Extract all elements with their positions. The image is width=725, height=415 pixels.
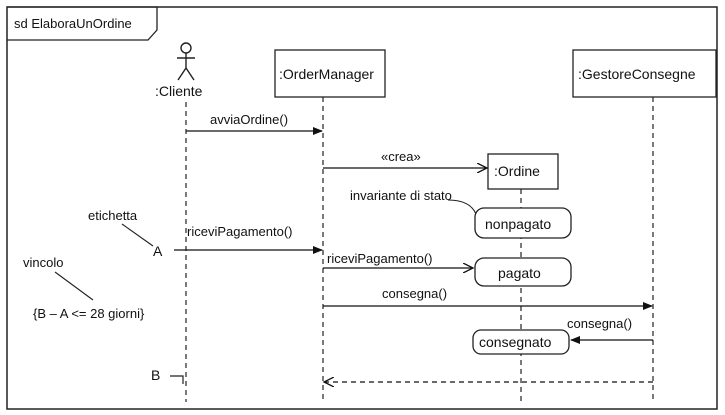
consegna-2-label: consegna() xyxy=(567,316,632,331)
invariante-leader xyxy=(447,199,477,215)
ricevi-pagamento-1-label: riceviPagamento() xyxy=(187,224,293,239)
gestore-consegne-label: :GestoreConsegne xyxy=(578,66,696,82)
gestore-consegne-box xyxy=(572,49,717,98)
state-pagato-box xyxy=(474,257,572,287)
frame-border xyxy=(6,6,718,410)
ordine-box xyxy=(487,153,559,190)
frame-label-pentagon xyxy=(7,6,158,41)
cliente-label: :Cliente xyxy=(155,83,203,99)
ordine-label: :Ordine xyxy=(494,163,540,179)
state-nonpagato-box xyxy=(474,207,572,239)
b-time-marker xyxy=(170,375,184,384)
vincolo-annotation: vincolo xyxy=(23,255,63,270)
label-a: A xyxy=(153,243,163,259)
crea-label: «crea» xyxy=(381,149,421,164)
state-pagato-label: pagato xyxy=(498,265,541,281)
order-manager-label: :OrderManager xyxy=(279,66,374,82)
cliente-actor-icon xyxy=(177,42,195,81)
vincolo-leader xyxy=(54,271,94,301)
etichetta-annotation: etichetta xyxy=(88,208,138,223)
label-b: B xyxy=(151,367,160,383)
etichetta-leader xyxy=(121,223,154,247)
ricevi-pagamento-2-label: riceviPagamento() xyxy=(327,251,433,266)
avvia-ordine-label: avviaOrdine() xyxy=(210,112,288,127)
state-consegnato-label: consegnato xyxy=(479,334,552,350)
order-manager-box xyxy=(274,49,386,98)
state-consegnato-box xyxy=(472,329,570,355)
vincolo-constraint: {B – A <= 28 giorni} xyxy=(33,306,145,321)
consegna-1-label: consegna() xyxy=(382,286,447,301)
frame-title: sd ElaboraUnOrdine xyxy=(14,16,132,31)
state-nonpagato-label: nonpagato xyxy=(485,216,551,232)
invariante-annotation: invariante di stato xyxy=(350,188,452,203)
